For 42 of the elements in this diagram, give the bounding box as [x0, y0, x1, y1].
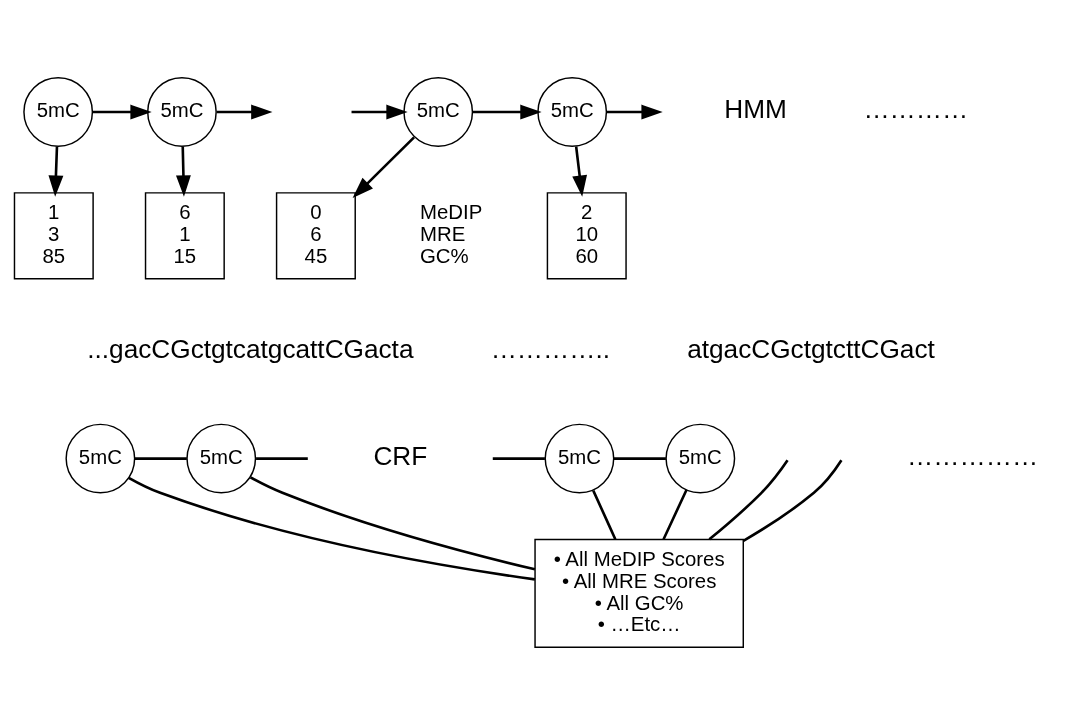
node-circle: 5mC [186, 423, 257, 494]
connector [134, 457, 187, 460]
node-circle: 5mC [23, 77, 94, 147]
node-label: GC% [420, 245, 469, 268]
arrow [352, 136, 415, 199]
arrow [607, 104, 663, 120]
node-circle: 5mC [544, 423, 615, 494]
node-box: 6 1 15 [144, 192, 225, 280]
arrow [48, 146, 64, 197]
node-circle: 5mC [147, 77, 217, 147]
connector [742, 459, 843, 542]
connector [256, 457, 308, 460]
connector [492, 457, 545, 460]
connector [613, 457, 666, 460]
label: ………… [863, 94, 969, 125]
arrow [472, 104, 542, 120]
node-box: 1 3 85 [13, 192, 94, 280]
connector [708, 459, 789, 541]
connector [662, 489, 688, 540]
node-box: • All MeDIP Scores • All MRE Scores • All GC% • …Etc… [534, 538, 744, 648]
arrow [572, 146, 588, 197]
node-circle: 5mC [65, 423, 136, 494]
node-circle: 5mC [665, 423, 736, 494]
label: ………….. [490, 333, 611, 364]
label: ...gacCGctgtcatgcattCGacta [87, 333, 414, 364]
label: HMM [724, 94, 787, 125]
arrow [351, 104, 408, 120]
label: …………… [907, 441, 1039, 472]
arrow [176, 146, 191, 197]
label: atgacCGctgtcttCGact [687, 333, 935, 364]
connector [249, 476, 536, 571]
arrow [92, 104, 152, 120]
connector [128, 476, 535, 581]
node-box: 2 10 60 [546, 192, 627, 280]
node-box: 0 6 45 [275, 192, 356, 280]
node-circle: 5mC [403, 77, 474, 147]
label: CRF [373, 441, 428, 472]
node-label: MRE [420, 223, 466, 246]
node-circle: 5mC [537, 77, 608, 147]
arrow [216, 104, 273, 120]
connector [592, 490, 617, 540]
node-label: MeDIP [420, 201, 483, 224]
